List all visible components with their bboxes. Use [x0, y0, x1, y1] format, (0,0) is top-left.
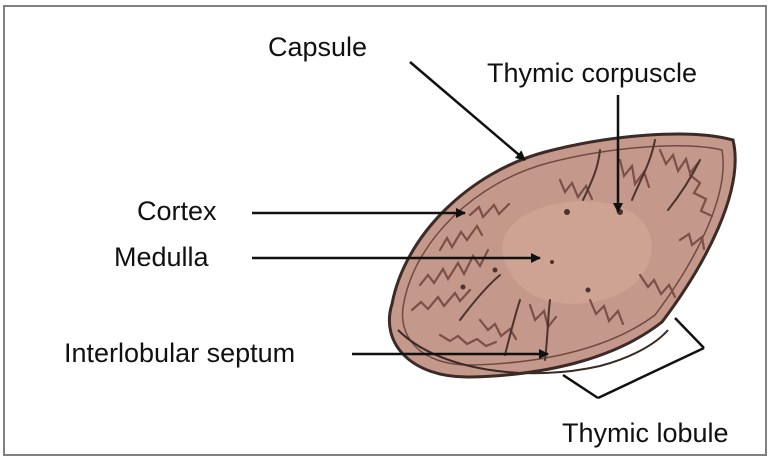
- interlobular-septum-label: Interlobular septum: [64, 340, 295, 367]
- cortex-label: Cortex: [137, 198, 217, 225]
- thymic-corpuscle-label: Thymic corpuscle: [487, 60, 697, 87]
- thymic-lobule-label: Thymic lobule: [562, 420, 729, 447]
- capsule-label: Capsule: [268, 34, 367, 61]
- medulla-label: Medulla: [114, 244, 209, 271]
